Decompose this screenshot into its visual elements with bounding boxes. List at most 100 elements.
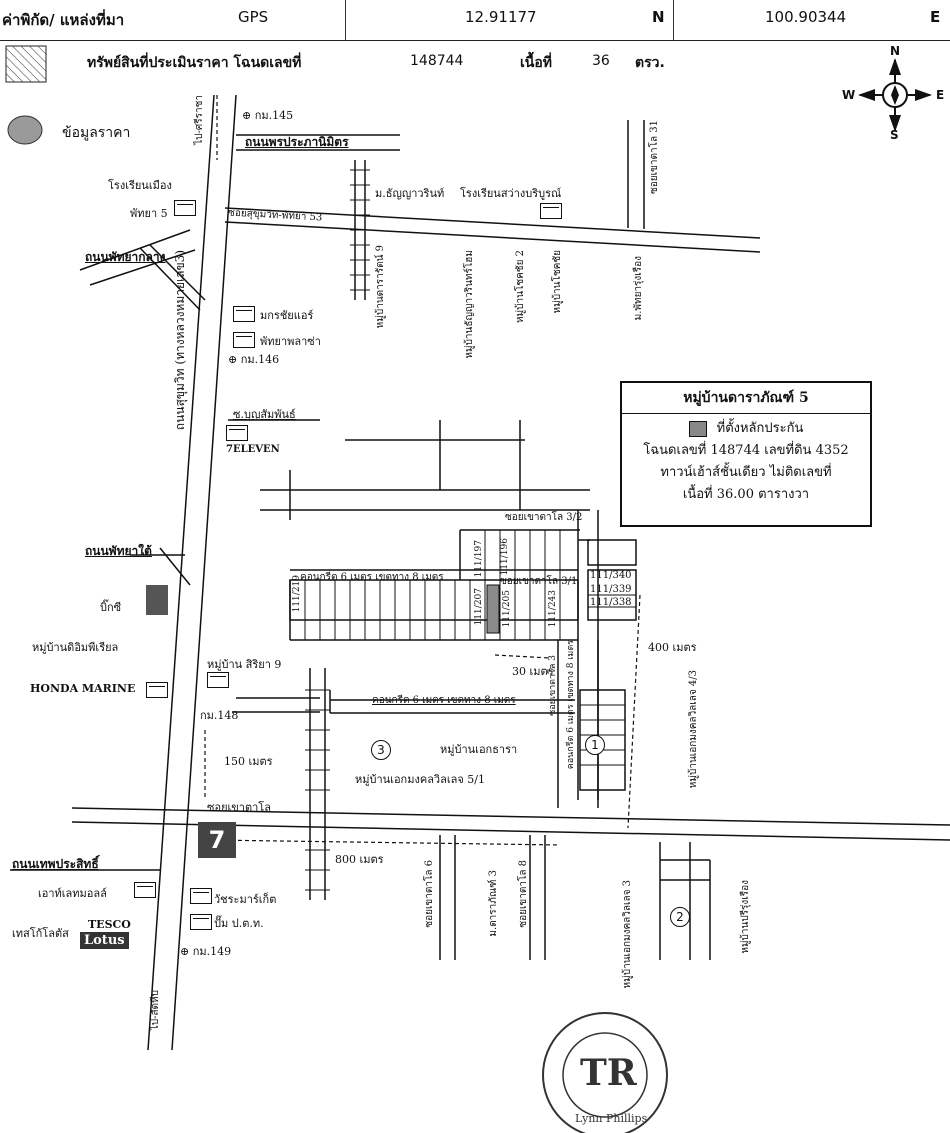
village-pattaya-rung: ม.พัทยารุ่งเรือง [633,256,644,321]
tanyawan-label: ม.ธัญญาวรินท์ [375,187,445,200]
legend-marker-row: ที่ตั้งหลักประกัน [622,418,870,440]
sukhumvit-road-west-edge [147,94,215,1051]
svg-text:TR: TR [580,1052,638,1094]
distance-30m: 30 เมตร [512,665,554,678]
distance-arrows [204,95,641,846]
landmark-icon [233,306,255,322]
outlet-label: เอาท์เลทมอลล์ [38,887,107,900]
compass-rose [858,58,932,132]
area-unit: ตรว. [635,55,665,71]
house-111-338: 111/338 [590,597,632,608]
compass-e: E [936,88,945,102]
comparable-marker-2: 2 [670,907,690,927]
distance-800m: 800 เมตร [335,853,384,866]
village-prung: หมู่บ้านปรีรุ่งเรือง [740,880,751,954]
km148-label: กม.148 [200,709,239,722]
ekmongkol51-label: หมู่บ้านเอกมงคลวิลเลจ 5/1 [355,773,485,786]
soi-kt6-label: ซอยเขาตาโล 6 [424,860,435,928]
ekmongkol43-label: หมู่บ้านเอกมงคลวิลเลจ 4/3 [688,670,699,789]
honda-icon [146,682,168,698]
soi31-label: ซอยเขาตาโล 31 [649,120,660,195]
legend-line-3: เนื้อที่ 36.00 ตารางวา [682,487,810,502]
railway-ties [305,169,370,891]
sukhumvit-road: ถนนสุขุมวิท (ทางหลวงหมายเลข3) [173,250,187,431]
watchara-label: วัชระมาร์เก็ต [214,893,277,906]
comparable-marker-3: 3 [371,740,391,760]
school-icon [174,200,196,216]
km146-label: ⊕ กม.146 [228,353,280,366]
thepprasit-road: ถนนเทพประสิทธิ์ [12,857,99,871]
tesco-thai-label: เทสโก้โลตัส [12,927,69,940]
seven-eleven-label: 7ELEVEN [226,444,280,455]
village-chokchai: หมู่บ้านโชคชัย [552,250,563,314]
house-111-207: 111/207 [474,588,484,626]
siriya-icon [207,672,229,688]
honda-marine-label: HONDA MARINE [30,682,136,695]
compass-s: S [890,128,899,142]
house-111-340: 111/340 [590,570,632,581]
deed-number: 148744 [410,53,464,69]
latitude-value: 12.91177 [465,8,537,26]
longitude-dir: E [930,8,941,26]
company-seal-stamp: TR Lynn Phillips [542,1012,668,1133]
ekthara-label: หมู่บ้านเอกธารา [440,743,518,756]
distance-400m: 400 เมตร [648,641,697,654]
compass-w: W [842,88,856,102]
village-chokchai2: หมู่บ้านโชคชัย 2 [515,250,526,324]
ptt-label: ปั๊ม ป.ต.ท. [214,917,264,930]
svg-text:Lynn Phillips: Lynn Phillips [575,1112,648,1125]
big-c-logo-icon [146,585,168,615]
siriya-label: หมู่บ้าน สิริยา 9 [207,658,282,671]
legend-line-1: โฉนดเลขที่ 148744 เลขที่ดิน 4352 [643,443,849,458]
landmark-icon [233,332,255,348]
ptt-icon [190,914,212,930]
plaza-label: พัทยาพลาซ่า [260,335,321,348]
soi-kt8-label: ซอยเขาตาโล 8 [518,860,529,928]
school-icon [540,203,562,219]
coordinate-header: ค่าพิกัด/ แหล่งที่มา GPS 12.91177 N 100.… [0,0,950,41]
tesco-label: TESCO [88,918,131,931]
outlet-icon [134,882,156,898]
compass-n: N [890,44,901,58]
school-1: โรงเรียนเมือง [108,179,172,192]
price-info-swatch [7,115,43,145]
collateral-swatch [688,420,707,437]
price-info-label: ข้อมูลราคา [62,125,131,141]
coord-source: GPS [238,8,269,26]
area-value: 36 [592,53,610,69]
legend-line-2: ทาวน์เฮ้าส์ชั้นเดียว ไม่ติดเลขที่ [660,465,832,480]
concrete-road-1: คอนกรีต 6 เมตร เขตทาง 8 เมตร [300,572,444,583]
house-111-243: 111/243 [548,590,558,628]
store-icon [226,425,248,441]
ekmongkol3-label: หมู่บ้านเอกมงคลวิลเลจ 3 [622,880,633,989]
latitude-dir: N [652,8,665,26]
house-111-219: 111/219 [292,575,302,613]
coord-label: ค่าพิกัด/ แหล่งที่มา [2,11,125,29]
soi-boon-label: ซ.บุญสัมพันธ์ [233,408,296,421]
house-111-196: 111/196 [500,538,510,576]
collateral-location-marker [486,584,500,634]
school-2: โรงเรียนสว่างบริบูรณ์ [460,187,562,200]
house-111-197: 111/197 [474,540,484,578]
house-111-205: 111/205 [502,590,512,628]
header-divider [345,0,346,40]
header-divider [673,0,674,40]
to-sriracha: ไป-ศรีราชา [194,95,205,145]
makon-label: มกรชัยแอร์ [260,309,314,322]
subject-hatch-swatch [5,45,47,83]
concrete-road-2: คอนกรีต 6 เมตร เขตทาง 8 เมตร [372,695,516,706]
distance-150m: 150 เมตร [224,755,273,768]
subject-row-cells [304,530,636,766]
pattaya-tai-road: ถนนพัทยาใต้ [85,544,152,558]
pattaya-klang-road: ถนนพัทยากลาง [85,250,166,264]
big-c-label: บิ๊กซี [100,601,122,614]
legend-box: หมู่บ้านดาราภัณฑ์ 5 ที่ตั้งหลักประกัน โฉ… [620,381,872,527]
longitude-value: 100.90344 [765,8,847,26]
area-label: เนื้อที่ [520,55,552,71]
sukhumvit-road-east-edge [171,94,237,1051]
darapan3-label: ม.ดาราภัณฑ์ 3 [488,870,499,937]
soi32-label: ซอยเขาตาโล 3/2 [505,512,583,523]
subject-label: ทรัพย์สินที่ประเมินราคา โฉนดเลขที่ [87,55,302,71]
concrete-road-3: คอนกรีต 6 เมตร เขตทาง 8 เมตร [566,640,576,770]
